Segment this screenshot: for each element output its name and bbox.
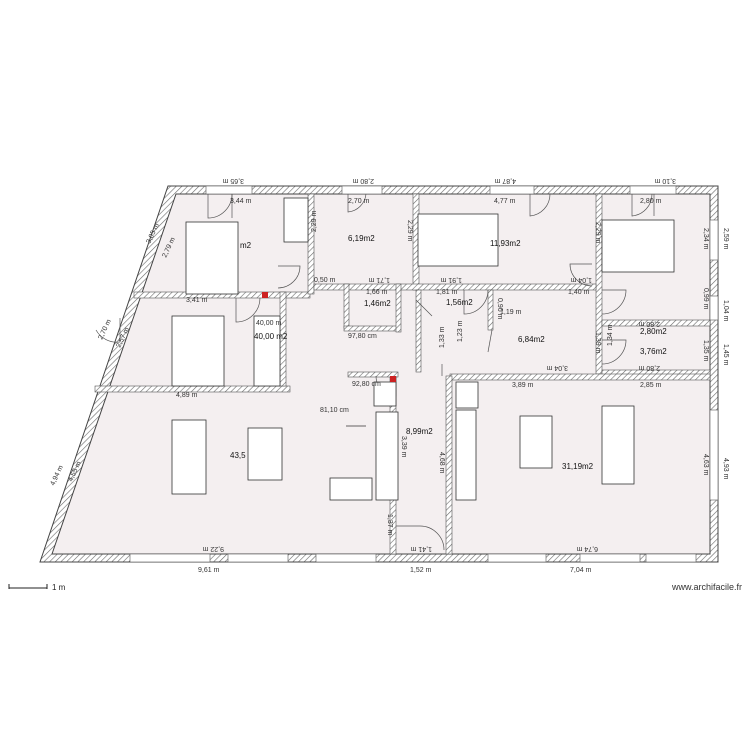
dim-label: 4,68 m bbox=[438, 452, 445, 474]
dim-label: 2,80 m bbox=[638, 320, 660, 327]
dim-label: 1,34 m bbox=[607, 324, 614, 346]
dims-inner: 3,41 m 4,89 m 3,89 m 3,04 m 2,85 m 2,80 … bbox=[176, 210, 662, 535]
wardrobe-2 bbox=[253, 315, 281, 387]
counter bbox=[329, 477, 373, 501]
desk-3 bbox=[601, 405, 635, 485]
room-label: 43,5 bbox=[230, 451, 246, 460]
scale-bar bbox=[8, 584, 48, 589]
dim-label: 2,80 m bbox=[352, 177, 374, 184]
bed-2 bbox=[171, 315, 225, 387]
dim-label: 9,22 m bbox=[202, 545, 224, 552]
dim-label: 1,40 m bbox=[568, 289, 590, 296]
room-label: 6,19m2 bbox=[348, 234, 375, 243]
bed-3 bbox=[417, 213, 499, 267]
dim-label: 2,85 m bbox=[640, 382, 662, 389]
dim-label: 4,94 m bbox=[49, 464, 64, 487]
dim-label: 1,39 m bbox=[594, 332, 601, 354]
dim-label: 1,19 m bbox=[500, 309, 522, 316]
dim-label: 0,50 m bbox=[314, 277, 336, 284]
dim-label: 2,29 m bbox=[594, 222, 601, 244]
dim-label: 0,99 m bbox=[702, 288, 709, 310]
dim-label: 2,29 m bbox=[311, 210, 318, 232]
dim-label: 3,44 m bbox=[230, 198, 252, 205]
dim-label: 40,00 m bbox=[256, 320, 281, 327]
room-label: 3,76m2 bbox=[640, 347, 667, 356]
red-markers bbox=[262, 292, 396, 382]
dim-label: 2,29 m bbox=[406, 220, 413, 242]
dim-label: 1,23 m bbox=[457, 320, 464, 342]
dim-label: 1,91 m bbox=[440, 276, 462, 283]
dim-label: 0,90 m bbox=[496, 298, 503, 320]
windows bbox=[129, 185, 719, 563]
room-label: m2 bbox=[240, 241, 252, 250]
room-labels: m2 6,19m2 11,93m2 1,46m2 1,56m2 6,84m2 2… bbox=[230, 234, 667, 471]
dim-label: 9,61 m bbox=[198, 567, 220, 574]
dim-label: 1,04 m bbox=[722, 300, 729, 322]
dim-label: 1,52 m bbox=[410, 567, 432, 574]
dim-label: 2,70 m bbox=[97, 318, 112, 341]
room-label: 31,19m2 bbox=[562, 462, 594, 471]
dim-label: 2,34 m bbox=[702, 228, 709, 250]
wardrobe-1 bbox=[283, 197, 309, 243]
scale-label: 1 m bbox=[52, 583, 66, 592]
dims-bottom: 9,22 m 1,41 m 6,74 m 9,61 m 1,52 m 7,04 … bbox=[198, 545, 598, 574]
dim-label: 2,59 m bbox=[722, 228, 729, 250]
watermark-link[interactable]: www.archifacile.fr bbox=[671, 582, 742, 592]
room-label: 11,93m2 bbox=[490, 239, 521, 248]
dim-label: 4,77 m bbox=[494, 198, 516, 205]
dims-right: 2,59 m 2,34 m 1,04 m 0,99 m 1,45 m 1,35 … bbox=[702, 228, 729, 480]
dim-label: 1,41 m bbox=[410, 545, 432, 552]
room-label: 8,99m2 bbox=[406, 427, 433, 436]
dim-label: 2,70 m bbox=[348, 198, 370, 205]
dim-label: 1,04 m bbox=[570, 276, 592, 283]
room-label: 1,56m2 bbox=[446, 298, 473, 307]
dim-label: 1,66 m bbox=[366, 289, 388, 296]
dim-label: 3,04 m bbox=[546, 364, 568, 371]
dim-label: 3,39 m bbox=[400, 436, 407, 458]
dim-label: 4,93 m bbox=[722, 458, 729, 480]
desk-1 bbox=[455, 409, 477, 501]
dim-label: 2,80 m bbox=[640, 198, 662, 205]
table bbox=[171, 419, 207, 495]
room-label: 40,00 m2 bbox=[254, 332, 288, 341]
dim-label: 1,33 m bbox=[439, 326, 446, 348]
dim-label: 1,45 m bbox=[722, 344, 729, 366]
room-label: 1,46m2 bbox=[364, 299, 391, 308]
dims-top: 3,65 m 2,80 m 4,87 m 3,10 m 3,44 m 2,70 … bbox=[222, 177, 676, 205]
dim-label: 1,81 m bbox=[436, 289, 458, 296]
dim-label: 4,89 m bbox=[176, 392, 198, 399]
dim-label: 1,35 m bbox=[702, 340, 709, 362]
dim-label: 4,87 m bbox=[494, 177, 516, 184]
dim-label: 97,80 cm bbox=[348, 333, 377, 340]
dim-label: 4,63 m bbox=[702, 454, 709, 476]
furniture bbox=[171, 197, 675, 501]
kitchen-unit bbox=[375, 411, 399, 501]
dim-label: 1,71 m bbox=[368, 276, 390, 283]
room-label: 6,84m2 bbox=[518, 335, 545, 344]
dim-label: 81,10 cm bbox=[320, 407, 349, 414]
dim-label: 92,80 cm bbox=[352, 381, 381, 388]
desk-2 bbox=[519, 415, 553, 469]
appliance bbox=[373, 381, 397, 407]
dim-label: 3,41 m bbox=[186, 297, 208, 304]
bed-4 bbox=[601, 219, 675, 273]
room-label: 2,80m2 bbox=[640, 327, 667, 336]
dim-label: 3,10 m bbox=[654, 177, 676, 184]
dim-label: 7,04 m bbox=[570, 567, 592, 574]
dim-label: 3,89 m bbox=[512, 382, 534, 389]
door-swings bbox=[95, 193, 655, 551]
dim-label: 6,74 m bbox=[576, 545, 598, 552]
sofa bbox=[247, 427, 283, 481]
dim-label: 2,80 m bbox=[638, 364, 660, 371]
bed-1 bbox=[185, 221, 239, 295]
dim-label: 1,37 m bbox=[386, 514, 393, 536]
cabinet bbox=[455, 381, 479, 409]
dim-label: 3,65 m bbox=[222, 177, 244, 184]
